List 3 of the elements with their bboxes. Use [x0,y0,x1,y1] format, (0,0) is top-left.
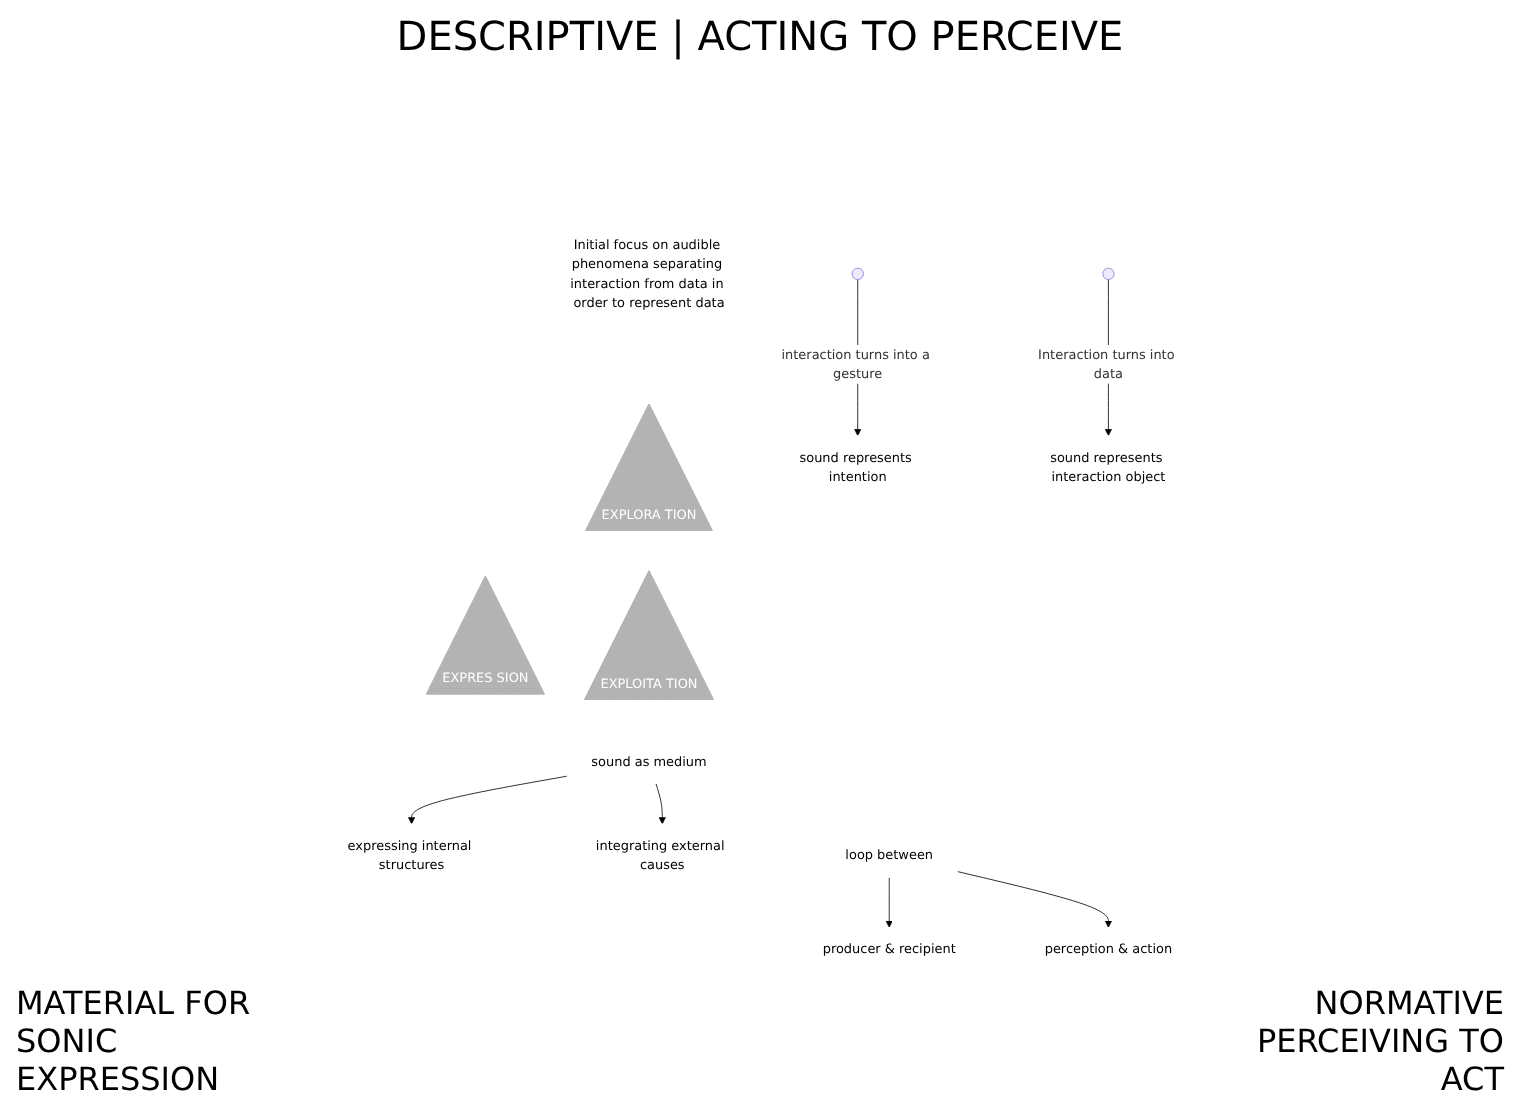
diagram-title: DESCRIPTIVE | ACTING TO PERCEIVE [394,12,1126,60]
corner-label: MATERIAL FOR SONIC EXPRESSION [16,984,253,1098]
corner-label: NORMATIVE PERCEIVING TO ACT [1254,984,1504,1098]
